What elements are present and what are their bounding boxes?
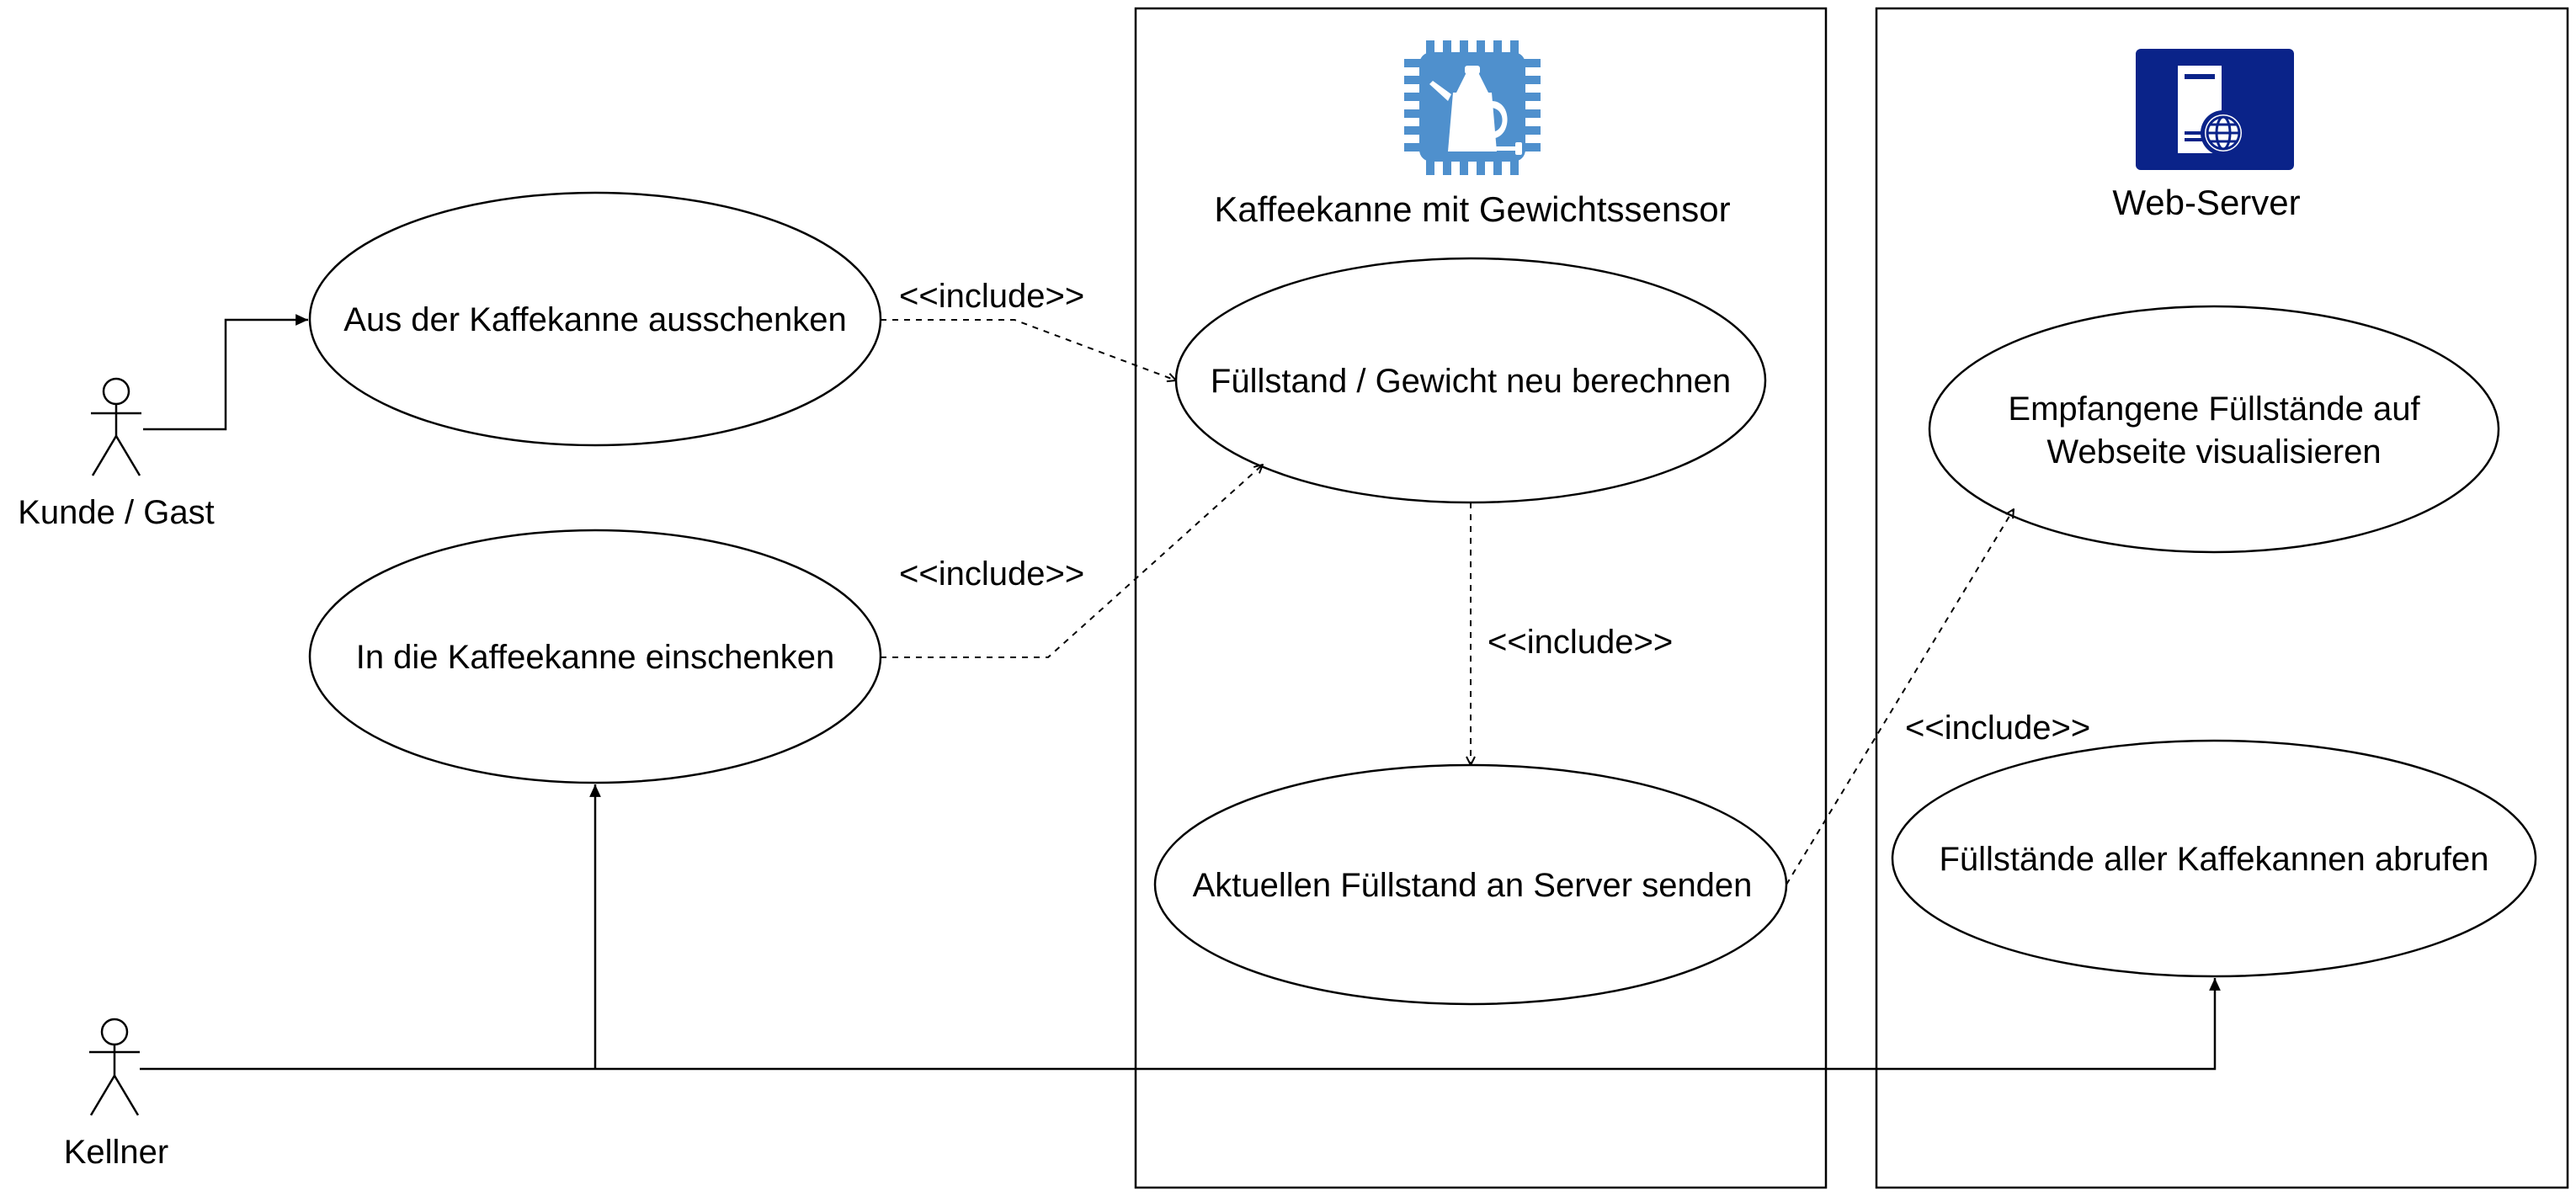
usecase-recalculate-label: Füllstand / Gewicht neu berechnen [1211,363,1731,400]
usecase-visualize-label-2: Webseite visualisieren [2046,433,2381,470]
coffeepot-chip-icon [1404,40,1541,175]
usecase-pour-out-label: Aus der Kaffekanne ausschenken [343,301,846,338]
include-label-4: <<include>> [1905,710,2090,747]
usecase-visualize[interactable] [1928,305,2500,554]
usecase-fetch-levels[interactable] [1891,739,2537,978]
include-pour-in-recalculate [881,465,1263,658]
usecase-visualize-label-1: Empfangene Füllstände auf [2008,391,2420,428]
usecase-fetch-levels-label: Füllstände aller Kaffekannen abrufen [1939,841,2488,878]
include-pour-out-recalculate [881,319,1176,380]
include-label-3: <<include>> [1488,624,1673,661]
coffeepot-system-title: Kaffeekanne mit Gewichtssensor [1214,189,1730,229]
coffeepot-system-boundary [1134,7,1828,1189]
include-send-visualize [1786,509,2014,885]
include-label-2: <<include>> [899,555,1084,593]
usecase-send-level-label: Aktuellen Füllstand an Server senden [1193,867,1753,904]
association-waiter-fetch [140,978,2221,1071]
actor-customer-label: Kunde / Gast [18,494,214,531]
actor-waiter[interactable] [89,1018,140,1116]
usecase-pour-in-label: In die Kaffeekanne einschenken [356,639,835,676]
actor-customer[interactable] [91,377,141,476]
actor-waiter-label: Kellner [64,1134,169,1171]
web-server-icon [2136,49,2294,170]
association-customer-pour-out [143,314,308,431]
include-label-1: <<include>> [899,278,1084,315]
webserver-system-boundary [1875,7,2569,1189]
webserver-system-title: Web-Server [2112,183,2300,222]
